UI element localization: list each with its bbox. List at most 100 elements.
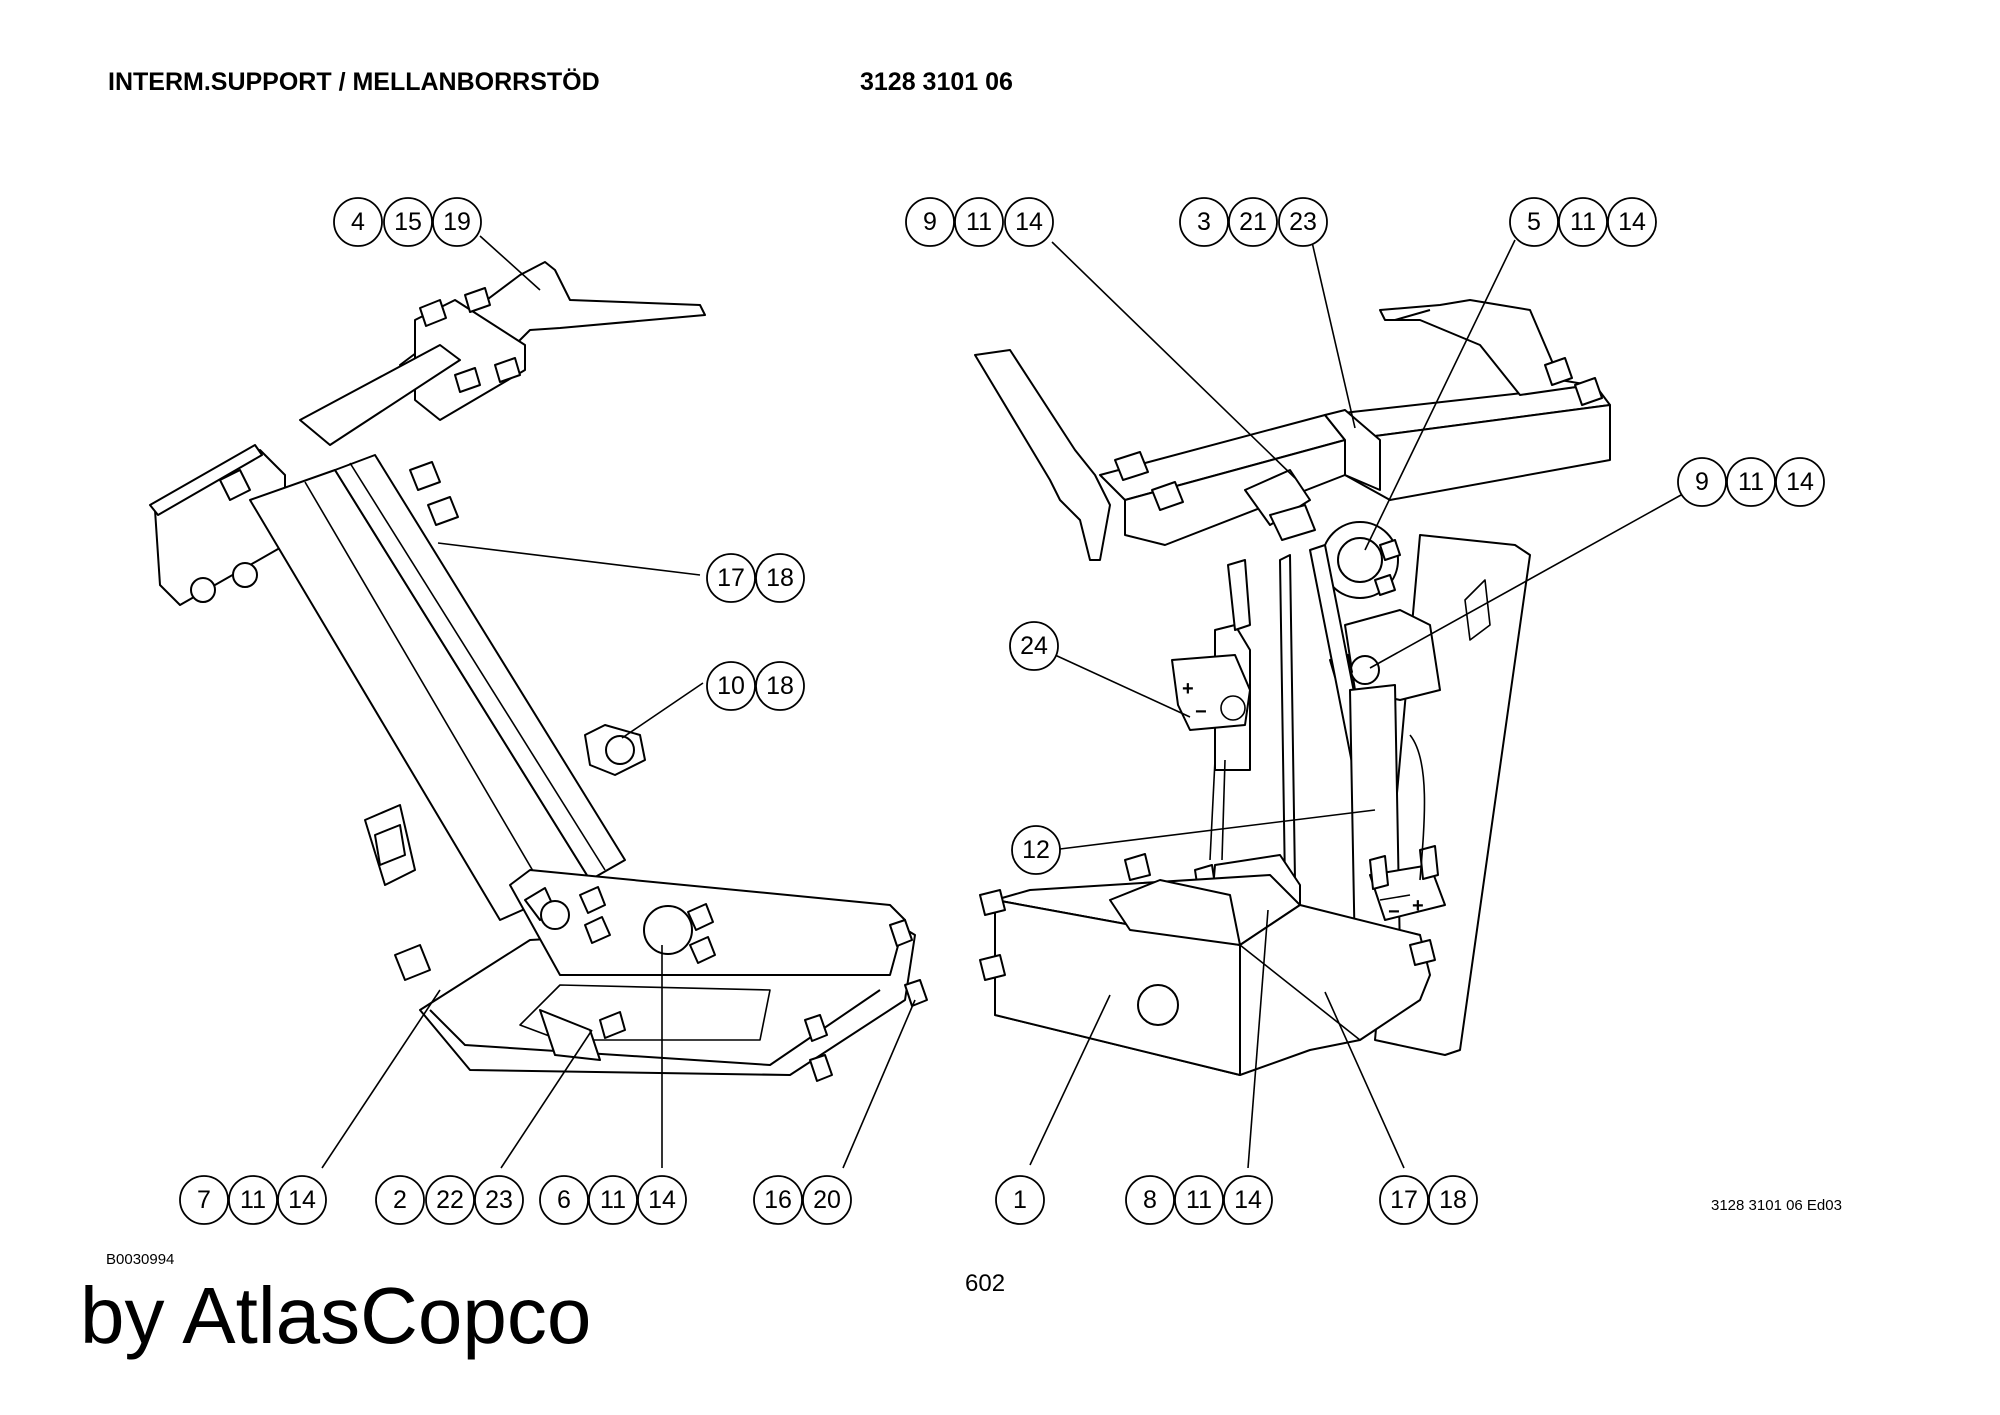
- callout-5-11-14: 5 11 14: [1509, 197, 1657, 247]
- callout-2-22-23: 2 22 23: [375, 1175, 524, 1225]
- watermark: by AtlasCopco: [80, 1271, 592, 1360]
- callout-number: 23: [1289, 208, 1317, 236]
- callout-number: 4: [351, 208, 365, 236]
- part-number: 3128 3101 06: [860, 68, 1013, 96]
- callout-number: 9: [1695, 468, 1709, 496]
- callout-bubble: [1509, 197, 1559, 247]
- callout-bubble: [179, 1175, 229, 1225]
- callout-bubble: [1125, 1175, 1175, 1225]
- callout-bubble: [1011, 825, 1061, 875]
- plus-mark-left: +: [1182, 678, 1194, 700]
- callout-bubble: [1428, 1175, 1478, 1225]
- callout-bubble: [995, 1175, 1045, 1225]
- callout-number: 18: [766, 564, 794, 592]
- callout-bubble: [333, 197, 383, 247]
- page-title: INTERM.SUPPORT / MELLANBORRSTÖD: [108, 68, 600, 96]
- callout-bubble: [474, 1175, 524, 1225]
- callout-number: 17: [717, 564, 745, 592]
- callout-number: 15: [394, 208, 422, 236]
- callout-number: 14: [288, 1186, 316, 1214]
- callout-number: 17: [1390, 1186, 1418, 1214]
- callout-bubble: [1009, 621, 1059, 671]
- callout-number: 14: [648, 1186, 676, 1214]
- callout-bubble: [1379, 1175, 1429, 1225]
- callout-7-11-14: 7 11 14: [179, 1175, 327, 1225]
- callout-8-11-14: 8 11 14: [1125, 1175, 1273, 1225]
- callout-number: 14: [1786, 468, 1814, 496]
- callout-bubble: [1726, 457, 1776, 507]
- callout-bubble: [802, 1175, 852, 1225]
- callout-number: 10: [717, 672, 745, 700]
- callout-bubble: [277, 1175, 327, 1225]
- callout-number: 22: [436, 1186, 464, 1214]
- callout-number: 19: [443, 208, 471, 236]
- callout-number: 14: [1618, 208, 1646, 236]
- callout-number: 20: [813, 1186, 841, 1214]
- callout-number: 9: [923, 208, 937, 236]
- callout-bubble: [1677, 457, 1727, 507]
- callout-bubble: [1607, 197, 1657, 247]
- callout-bubble: [432, 197, 482, 247]
- callout-3-21-23: 3 21 23: [1179, 197, 1328, 247]
- callout-number: 11: [600, 1186, 626, 1214]
- minus-mark-left: −: [1195, 701, 1207, 723]
- callout-number: 7: [197, 1186, 211, 1214]
- callout-bubble: [375, 1175, 425, 1225]
- callout-9-11-14-top: 9 11 14: [905, 197, 1054, 247]
- callout-bubble: [425, 1175, 475, 1225]
- callout-number: 5: [1527, 208, 1541, 236]
- page-number: 602: [965, 1270, 1006, 1297]
- left-assembly: [149, 261, 928, 1082]
- callout-bubble: [637, 1175, 687, 1225]
- callout-number: 23: [485, 1186, 513, 1214]
- callout-bubble: [755, 553, 805, 603]
- callout-16-20: 16 20: [753, 1175, 852, 1225]
- callout-number: 11: [966, 208, 992, 236]
- callout-9-11-14-mid: 9 11 14: [1677, 457, 1825, 507]
- callout-bubble: [1179, 197, 1229, 247]
- callout-bubble: [228, 1175, 278, 1225]
- callout-17-18-left: 17 18: [706, 553, 805, 603]
- callout-bubble: [383, 197, 433, 247]
- callout-number: 21: [1239, 208, 1267, 236]
- callout-bubble: [755, 661, 805, 711]
- edition-label: 3128 3101 06 Ed03: [1711, 1197, 1842, 1214]
- callout-number: 1: [1013, 1186, 1027, 1214]
- callout-bubble: [706, 661, 756, 711]
- plus-mark-right: +: [1412, 895, 1424, 917]
- callout-number: 6: [557, 1186, 571, 1214]
- callout-number: 2: [393, 1186, 407, 1214]
- callout-bubble: [1223, 1175, 1273, 1225]
- callout-10-18: 10 18: [706, 661, 805, 711]
- callout-24: 24: [1009, 621, 1059, 671]
- callout-bubble: [539, 1175, 589, 1225]
- callout-bubble: [1174, 1175, 1224, 1225]
- right-assembly: [974, 299, 1611, 1076]
- minus-mark-right: −: [1388, 901, 1400, 923]
- callout-number: 16: [764, 1186, 792, 1214]
- callout-number: 24: [1020, 632, 1048, 660]
- callout-number: 18: [1439, 1186, 1467, 1214]
- callout-bubble: [954, 197, 1004, 247]
- callout-4-15-19: 4 15 19: [333, 197, 482, 247]
- callout-bubble: [706, 553, 756, 603]
- callout-bubble: [1004, 197, 1054, 247]
- callout-number: 11: [1738, 468, 1764, 496]
- callout-number: 11: [240, 1186, 266, 1214]
- drawing-reference: B0030994: [106, 1251, 175, 1268]
- callout-number: 11: [1570, 208, 1596, 236]
- callout-number: 14: [1234, 1186, 1262, 1214]
- callout-bubble: [1775, 457, 1825, 507]
- leader-lines: [321, 235, 1691, 1169]
- callout-number: 14: [1015, 208, 1043, 236]
- callout-bubble: [1278, 197, 1328, 247]
- callout-bubble: [905, 197, 955, 247]
- callout-bubble: [1228, 197, 1278, 247]
- callout-number: 12: [1022, 836, 1050, 864]
- callout-bubble: [753, 1175, 803, 1225]
- callout-6-11-14: 6 11 14: [539, 1175, 687, 1225]
- callout-number: 3: [1197, 208, 1211, 236]
- callout-12: 12: [1011, 825, 1061, 875]
- callout-1: 1: [995, 1175, 1045, 1225]
